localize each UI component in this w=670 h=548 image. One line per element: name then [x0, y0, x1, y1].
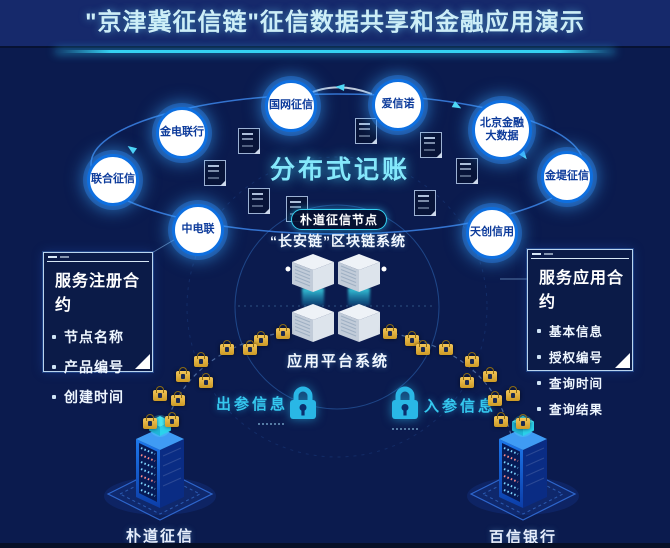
document-icon [420, 132, 442, 158]
ring-node-label: 金堤征信 [545, 170, 589, 183]
ring-node-label: 国网征信 [269, 99, 313, 112]
panel-item: 基本信息 [537, 321, 632, 340]
panel-titlebar [47, 255, 149, 262]
corner-fold [615, 353, 630, 368]
server-tower-icon [466, 414, 580, 521]
panel-item-label: 创建时间 [64, 389, 124, 405]
app-platform-label: 应用平台系统 [286, 353, 389, 370]
lock-folder-icon [405, 331, 419, 346]
lock-folder-icon [483, 367, 497, 382]
ring-node-aixinnuo: 爱信诺 [372, 79, 424, 131]
ring-node-bjjinrong: 北京金融大数据 [472, 100, 532, 160]
ring-node-label: 爱信诺 [381, 98, 415, 111]
lock-caption-dashes [258, 423, 284, 425]
panel-titlebar [531, 252, 629, 259]
panel-item-label: 查询结果 [549, 403, 604, 417]
server-tower-icon [103, 414, 217, 521]
lock-folder-icon [460, 373, 474, 388]
ring-node-zhongdianlian: 中电联 [172, 204, 224, 256]
ring-node-label: 联合征信 [91, 173, 135, 186]
panel-item: 产品编号 [52, 357, 152, 377]
distributed-ledger-title: 分布式记账 [269, 156, 410, 184]
padlock-icon [288, 384, 318, 427]
bottom-strip [0, 543, 670, 548]
arrow-icon [127, 84, 527, 160]
lock-folder-icon [276, 324, 290, 339]
corner-fold [135, 354, 150, 369]
lock-folder-icon [506, 386, 520, 401]
panel-item: 节点名称 [52, 327, 152, 347]
ring-node-label: 天创信用 [470, 226, 514, 239]
node-badge: 朴道征信节点 [291, 209, 387, 230]
lock-folder-icon [516, 414, 530, 429]
panel-item-label: 节点名称 [64, 329, 124, 345]
register-contract-panel: 服务注册合约 节点名称 产品编号 创建时间 [43, 252, 153, 405]
panel-item-label: 授权编号 [549, 351, 604, 365]
lock-folder-icon [254, 331, 268, 346]
ring-node-jindian: 金电联行 [156, 107, 208, 159]
document-icon [238, 128, 260, 154]
document-icon [414, 190, 436, 216]
out-params-label: 出参信息 [216, 396, 289, 413]
ring-node-label: 中电联 [181, 223, 215, 236]
lock-folder-icon [243, 340, 257, 355]
panel-item-label: 产品编号 [64, 359, 124, 375]
panel-item-label: 查询时间 [549, 377, 604, 391]
blockchain-system-label: “长安链”区块链系统 [270, 233, 406, 249]
right-endpoint-label: 百信银行 [488, 529, 557, 546]
lock-caption-dashes [392, 428, 418, 430]
document-icon [355, 118, 377, 144]
panel-title: 服务应用合约 [539, 270, 625, 311]
page-title: "京津冀征信链"征信数据共享和金融应用演示 [85, 9, 585, 36]
left-endpoint-label: 朴道征信 [125, 528, 194, 545]
lock-folder-icon [194, 352, 208, 367]
panel-item-label: 基本信息 [549, 325, 604, 339]
lock-folder-icon [220, 340, 234, 355]
cube-icon [285, 253, 387, 343]
lock-folder-icon [171, 391, 185, 406]
ring-node-jindi: 金堤征信 [541, 151, 593, 203]
apply-contract-panel: 服务应用合约 基本信息 授权编号 查询时间 查询结果 [527, 249, 633, 417]
header: "京津冀征信链"征信数据共享和金融应用演示 [0, 0, 670, 48]
lock-folder-icon [383, 324, 397, 339]
panel-item: 查询结果 [537, 399, 632, 418]
lock-folder-icon [176, 367, 190, 382]
lock-folder-icon [199, 373, 213, 388]
lock-folder-icon [494, 412, 508, 427]
lock-folder-icon [416, 340, 430, 355]
ring-node-label: 金电联行 [160, 126, 204, 139]
ring-node-label: 北京金融大数据 [480, 116, 524, 142]
padlock-icon [390, 384, 420, 427]
ring-node-lianhe: 联合征信 [87, 154, 139, 206]
document-icon [248, 188, 270, 214]
panel-item: 授权编号 [537, 347, 632, 366]
lock-folder-icon [465, 352, 479, 367]
panel-item: 创建时间 [52, 387, 152, 407]
panel-title: 服务注册合约 [55, 273, 141, 314]
lock-folder-icon [153, 386, 167, 401]
lock-folder-icon [488, 391, 502, 406]
ring-node-guowang: 国网征信 [265, 80, 317, 132]
panel-item: 查询时间 [537, 373, 632, 392]
document-icon [204, 160, 226, 186]
document-icon [456, 158, 478, 184]
lock-folder-icon [143, 414, 157, 429]
in-params-label: 入参信息 [424, 398, 497, 415]
lock-folder-icon [439, 340, 453, 355]
ring-node-tianchuang: 天创信用 [466, 207, 518, 259]
lock-folder-icon [165, 412, 179, 427]
header-divider-line [55, 50, 615, 53]
